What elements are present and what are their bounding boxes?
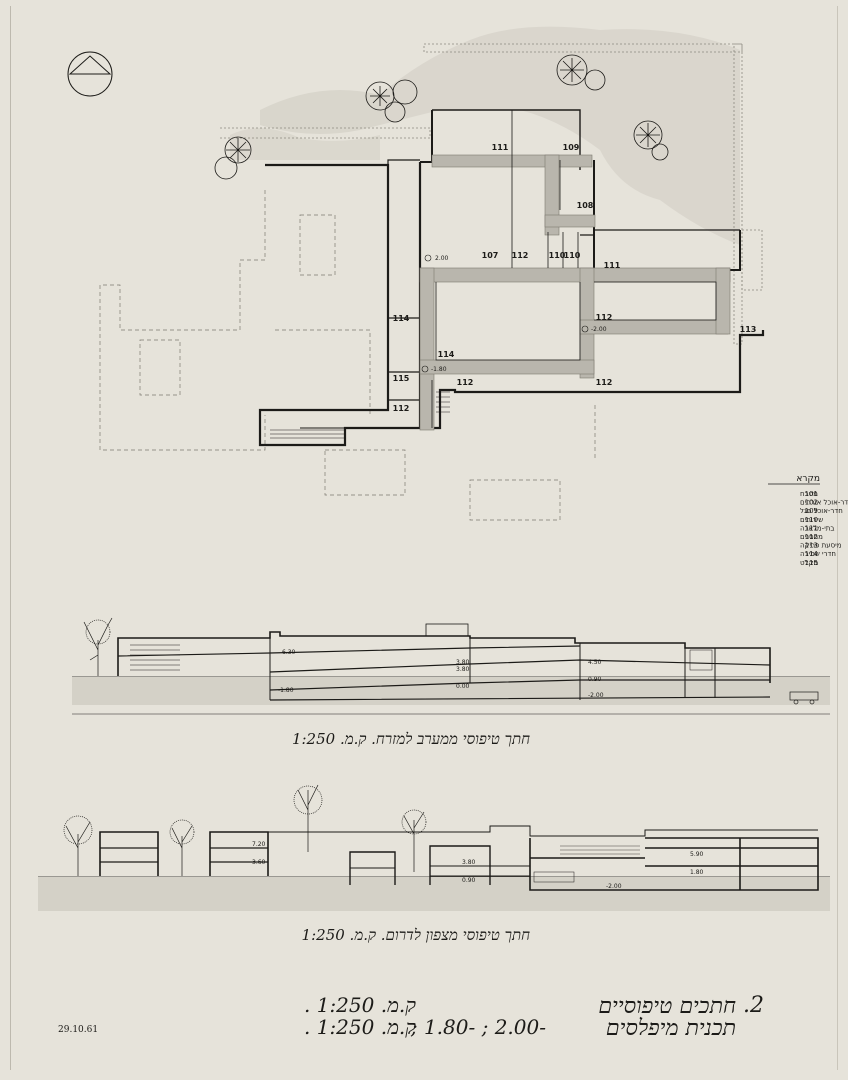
car-icon bbox=[789, 691, 819, 705]
site-border bbox=[220, 43, 763, 345]
room-dividers bbox=[431, 110, 717, 428]
plan-level: -1.80 bbox=[431, 366, 447, 373]
section-level: 3.80 bbox=[456, 666, 470, 673]
legend-label: חדר-אוכל סגל bbox=[800, 507, 843, 515]
room-label: 112 bbox=[512, 251, 529, 260]
room-label: 110 bbox=[564, 251, 581, 260]
plan-levels: 2.00 -2.00 -1.80 bbox=[421, 254, 607, 373]
section-west-east bbox=[72, 617, 830, 715]
legend-code: 113 bbox=[805, 542, 818, 550]
footer-line2-scale: ק.מ. 1:250 . bbox=[304, 1015, 416, 1039]
section-level: 3.80 bbox=[462, 859, 476, 866]
tree-icon bbox=[169, 819, 195, 876]
room-label: 112 bbox=[596, 378, 613, 387]
stairs-icon bbox=[270, 391, 450, 439]
section-north-south bbox=[38, 784, 830, 911]
drawing-date: 29.10.61 bbox=[58, 1025, 99, 1035]
section-level: -2.00 bbox=[588, 692, 604, 699]
section-level: 0.90 bbox=[462, 877, 476, 884]
tree-icon bbox=[633, 120, 669, 161]
tree-icon bbox=[556, 54, 606, 91]
room-label: 112 bbox=[393, 404, 410, 413]
room-label: 111 bbox=[604, 261, 621, 270]
section-level: 6.30 bbox=[282, 649, 296, 656]
footer-line1: חתכים טיפוסיים bbox=[598, 994, 736, 1019]
legend-label: מיסעת פריקה bbox=[800, 542, 842, 550]
upper-level-outline bbox=[99, 190, 596, 521]
legend-label: חדרי שמירה bbox=[800, 550, 836, 558]
legend-code: 110 bbox=[805, 516, 818, 524]
legend-code: 111 bbox=[805, 524, 818, 532]
room-label: 115 bbox=[393, 374, 410, 383]
legend-code: 112 bbox=[805, 533, 818, 541]
room-label: 114 bbox=[393, 314, 410, 323]
section-level: 0.00 bbox=[456, 683, 470, 690]
section-level: 3.60 bbox=[252, 859, 266, 866]
section-level: -2.00 bbox=[606, 883, 622, 890]
footer-line2-levels: -2.00 ; -1.80 ; bbox=[410, 1015, 546, 1039]
tree-icon bbox=[214, 136, 252, 180]
section-level: -1.80 bbox=[278, 687, 294, 694]
room-label: 114 bbox=[438, 350, 455, 359]
legend-label: חדר-אוכל אורחים bbox=[800, 499, 848, 507]
section-level: 4.50 bbox=[588, 659, 602, 666]
level-marker-icon bbox=[421, 365, 429, 373]
section-level: 5.90 bbox=[690, 851, 704, 858]
legend-label: מחסנים bbox=[800, 533, 823, 541]
section-level: 1.80 bbox=[690, 869, 704, 876]
plan-level: 2.00 bbox=[435, 255, 449, 262]
legend-code: 102 bbox=[805, 499, 818, 507]
footer-line2: תכנית מיפלסים bbox=[605, 1016, 736, 1041]
legend-label: מטבח bbox=[800, 490, 818, 498]
level-marker-icon bbox=[581, 325, 589, 333]
tree-icon bbox=[293, 784, 323, 852]
section1-levels: 6.30 3.80 3.80 4.50 0.00 0.90 -1.80 -2.0… bbox=[278, 649, 604, 699]
room-label: 108 bbox=[577, 201, 594, 210]
tree-icon bbox=[401, 809, 427, 872]
tree-icons bbox=[214, 54, 669, 180]
legend-label: בתי-מלאכה bbox=[800, 524, 834, 532]
plan-level: -2.00 bbox=[591, 326, 607, 333]
section2-levels: 7.20 3.60 5.90 1.80 3.80 0.90 -2.00 bbox=[252, 841, 704, 890]
legend-label: מקלט bbox=[800, 559, 818, 567]
legend-label: שירותים bbox=[800, 516, 823, 524]
room-label: 112 bbox=[596, 313, 613, 322]
section-level: 0.90 bbox=[588, 676, 602, 683]
room-label: 113 bbox=[740, 325, 757, 334]
section1-title: חתך טיפוסי ממערב למזרח. ק.מ. 1:250 bbox=[291, 730, 530, 748]
tree-icon bbox=[83, 617, 113, 676]
room-label: 109 bbox=[563, 143, 580, 152]
section-level: 3.80 bbox=[456, 659, 470, 666]
room-label: 107 bbox=[482, 251, 499, 260]
footer-line1-scale: ק.מ. 1:250 . bbox=[304, 993, 416, 1017]
room-label: 110 bbox=[549, 251, 566, 260]
legend-title: מקרא bbox=[796, 474, 820, 484]
garden-texture bbox=[230, 26, 740, 245]
legend-code: 109 bbox=[805, 507, 818, 515]
level-marker-icon bbox=[424, 254, 432, 262]
room-label: 111 bbox=[492, 143, 509, 152]
corridors bbox=[419, 154, 731, 431]
tree-icon bbox=[365, 79, 418, 123]
paper-edge bbox=[10, 6, 838, 1070]
tree-icon bbox=[63, 815, 93, 876]
legend-code: 101 bbox=[805, 490, 818, 498]
legend-code: 114 bbox=[805, 550, 819, 558]
north-arrow-icon bbox=[67, 51, 113, 97]
legend-code: 115 bbox=[805, 559, 818, 567]
sheet-number: 2. bbox=[743, 993, 764, 1018]
section-level: 7.20 bbox=[252, 841, 266, 848]
room-label: 112 bbox=[457, 378, 474, 387]
section2-title: חתך טיפוסי מצפון לדרום. ק.מ. 1:250 bbox=[301, 926, 530, 944]
